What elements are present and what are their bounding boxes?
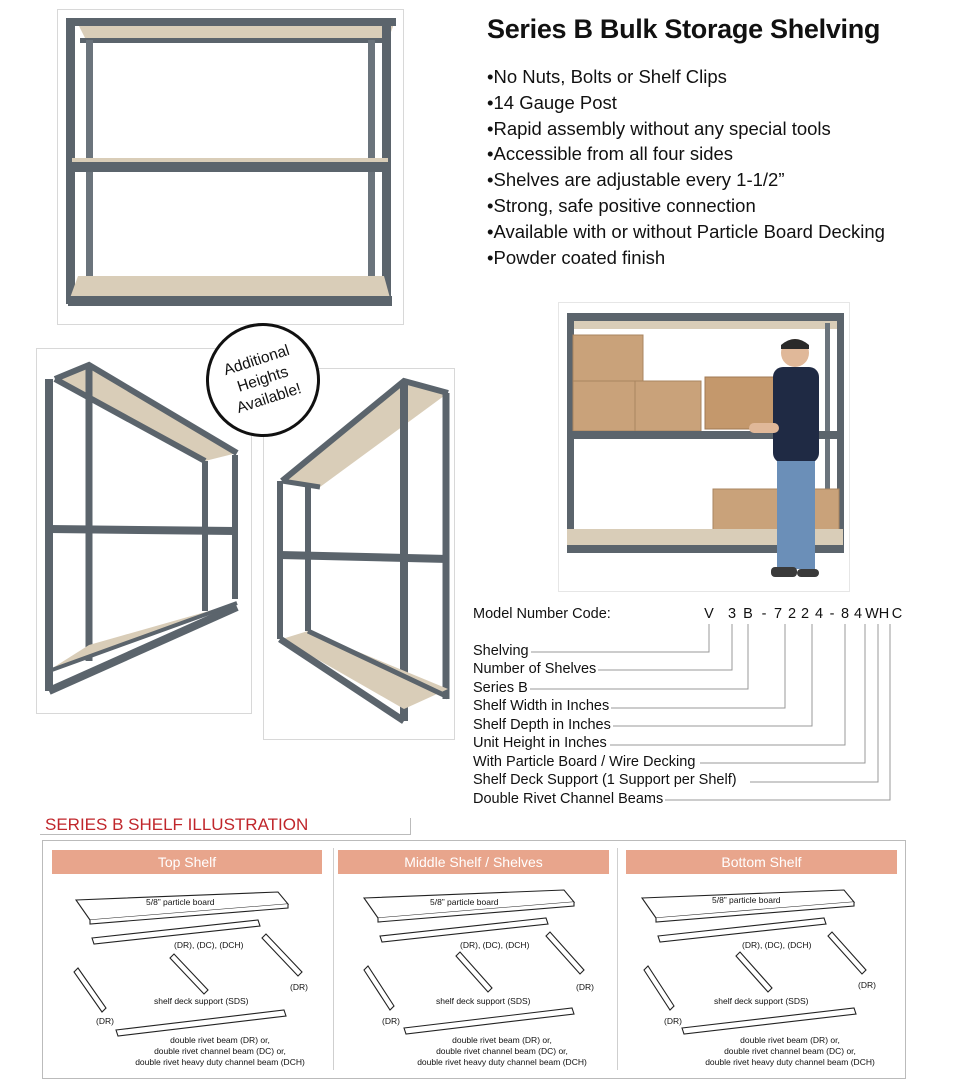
page-title: Series B Bulk Storage Shelving [487, 14, 881, 44]
dr-label-right: (DR) [290, 982, 308, 992]
illustration-title-rule [40, 818, 411, 835]
beam-description-line: double rivet beam (DR) or, [740, 1035, 840, 1045]
model-code-char: H [878, 606, 890, 622]
dr-label-right: (DR) [858, 980, 876, 990]
shelf-diagram-top [73, 891, 303, 1037]
panel-divider [617, 848, 618, 1070]
model-code-char: 3 [727, 606, 737, 622]
shelf-diagram-bottom [640, 889, 867, 1035]
beam-description-line: double rivet beam (DR) or, [170, 1035, 270, 1045]
dr-label-left: (DR) [664, 1016, 682, 1026]
beam-description-line: double rivet heavy duty channel beam (DC… [417, 1057, 587, 1067]
legend-shelf-depth: Shelf Depth in Inches [473, 717, 613, 733]
legend-unit-height: Unit Height in Inches [473, 735, 609, 751]
deck-support-label: shelf deck support (SDS) [436, 996, 531, 1006]
panel-header-middle-shelf: Middle Shelf / Shelves [338, 850, 609, 874]
shelf-diagram-middle [362, 889, 585, 1035]
beam-description-line: double rivet channel beam (DC) or, [724, 1046, 856, 1056]
illustration-frame [42, 840, 906, 1079]
legend-number-of-shelves: Number of Shelves [473, 661, 599, 677]
beam-codes-label: (DR), (DC), (DCH) [460, 940, 530, 950]
model-code-char: W [865, 606, 879, 622]
beam-description-line: double rivet channel beam (DC) or, [436, 1046, 568, 1056]
model-code-connector-lines [520, 624, 891, 801]
model-code-char: 8 [840, 606, 850, 622]
legend-shelving: Shelving [473, 643, 531, 659]
particle-board-label: 5/8” particle board [430, 897, 499, 907]
beam-description-line: double rivet heavy duty channel beam (DC… [135, 1057, 305, 1067]
feature-item: 14 Gauge Post [487, 90, 885, 116]
model-code-char: 4 [814, 606, 824, 622]
feature-item: No Nuts, Bolts or Shelf Clips [487, 64, 885, 90]
beam-description-line: double rivet beam (DR) or, [452, 1035, 552, 1045]
deck-support-label: shelf deck support (SDS) [714, 996, 809, 1006]
particle-board-label: 5/8” particle board [712, 895, 781, 905]
beam-codes-label: (DR), (DC), (DCH) [174, 940, 244, 950]
panel-divider [333, 848, 334, 1070]
dr-label-left: (DR) [96, 1016, 114, 1026]
beam-description-line: double rivet channel beam (DC) or, [154, 1046, 286, 1056]
deck-support-label: shelf deck support (SDS) [154, 996, 249, 1006]
legend-deck-support: Shelf Deck Support (1 Support per Shelf) [473, 772, 739, 788]
illustration-title: SERIES B SHELF ILLUSTRATION [45, 815, 309, 834]
panel-header-top-shelf: Top Shelf [52, 850, 322, 874]
feature-item: Shelves are adjustable every 1-1/2” [487, 167, 885, 193]
model-code-char: 2 [787, 606, 797, 622]
feature-list: No Nuts, Bolts or Shelf Clips 14 Gauge P… [487, 64, 885, 271]
dr-label-left: (DR) [382, 1016, 400, 1026]
particle-board-label: 5/8” particle board [146, 897, 215, 907]
model-code-char: C [891, 606, 903, 622]
model-code-char: V [704, 606, 714, 622]
beam-description-line: double rivet heavy duty channel beam (DC… [705, 1057, 875, 1067]
angled-view-shelving-image-right [263, 368, 455, 740]
loaded-shelving-image [558, 302, 850, 592]
feature-item: Accessible from all four sides [487, 141, 885, 167]
model-code-char: 7 [773, 606, 783, 622]
feature-item: Rapid assembly without any special tools [487, 116, 885, 142]
legend-series: Series B [473, 680, 530, 696]
dr-label-right: (DR) [576, 982, 594, 992]
model-code-char: 2 [800, 606, 810, 622]
model-code-char: - [761, 606, 767, 622]
feature-item: Strong, safe positive connection [487, 193, 885, 219]
model-code-label: Model Number Code: [473, 606, 611, 622]
feature-item: Available with or without Particle Board… [487, 219, 884, 245]
legend-channel-beams: Double Rivet Channel Beams [473, 791, 666, 807]
model-code-char: - [829, 606, 835, 622]
beam-codes-label: (DR), (DC), (DCH) [742, 940, 812, 950]
model-code-char: 4 [853, 606, 863, 622]
legend-shelf-width: Shelf Width in Inches [473, 698, 612, 714]
legend-decking: With Particle Board / Wire Decking [473, 754, 698, 770]
panel-header-bottom-shelf: Bottom Shelf [626, 850, 897, 874]
front-view-shelving-image [57, 9, 404, 325]
feature-item: Powder coated finish [487, 245, 885, 271]
model-code-char: B [743, 606, 753, 622]
